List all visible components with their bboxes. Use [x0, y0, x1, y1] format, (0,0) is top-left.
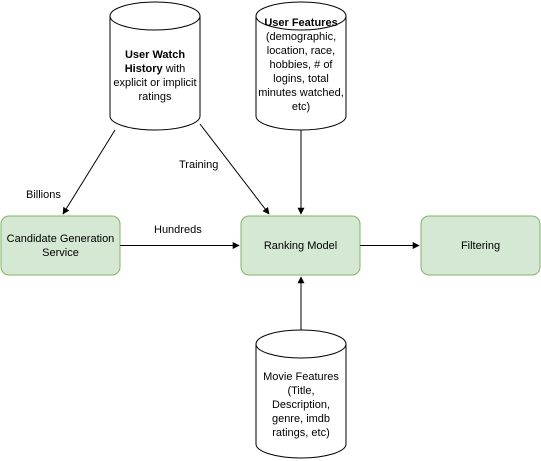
ranking-model-text: Ranking Model — [263, 239, 338, 252]
ranking-model-label: Ranking Model — [241, 216, 360, 275]
movie-features-cylinder — [255, 329, 347, 459]
user-features-cylinder — [255, 1, 347, 131]
movie-features-label: Movie Features (Title, Description, genr… — [258, 360, 344, 450]
edge-history-to-candidate — [62, 129, 116, 215]
filtering-box — [420, 215, 541, 276]
filtering-text: Filtering — [460, 239, 501, 252]
user-features-title: User Features — [264, 17, 338, 29]
user-features-desc: (demographic, location, race, hobbies, #… — [258, 31, 344, 113]
edge-history-to-ranking — [199, 123, 270, 215]
movie-features-text: Movie Features (Title, Description, genr… — [263, 371, 339, 439]
user-features-label: User Features (demographic, location, ra… — [258, 0, 344, 130]
user-watch-history-desc: with explicit or implicit ratings — [113, 63, 197, 103]
edge-label-training: Training — [179, 159, 219, 171]
candidate-generation-label: Candidate Generation Service — [1, 216, 120, 275]
user-watch-history-cylinder — [109, 1, 201, 131]
user-watch-history-title: User Watch History — [124, 49, 186, 75]
candidate-generation-text: Candidate Generation Service — [6, 232, 115, 259]
filtering-label: Filtering — [421, 216, 540, 275]
edge-label-billions: Billions — [26, 189, 61, 201]
user-watch-history-label: User Watch History with explicit or impl… — [112, 36, 198, 116]
edge-label-hundreds: Hundreds — [154, 224, 202, 236]
